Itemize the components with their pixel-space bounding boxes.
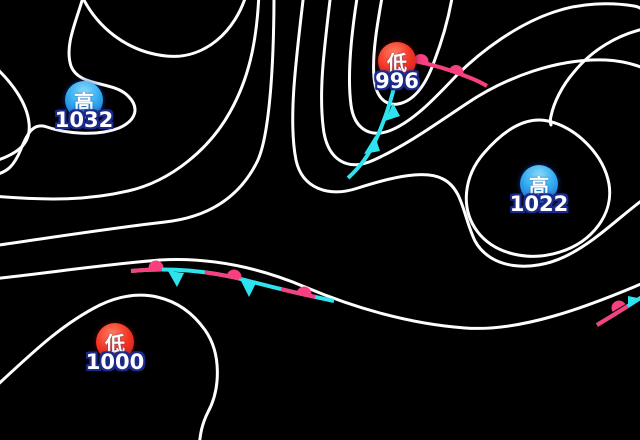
high-pressure-badge-icon: 高 (520, 165, 558, 203)
isobar-line (372, 0, 454, 106)
cold-front-triangle-icon (385, 103, 400, 121)
pressure-marker-high-1022[interactable]: 高 1022 (510, 165, 568, 216)
cold-front-triangle-icon (628, 296, 640, 306)
isobar-line (320, 0, 640, 167)
cold-front-triangle-icon (240, 279, 256, 297)
warm-front-semicircle-icon (413, 54, 429, 64)
cold-front-triangle-icon (364, 136, 380, 154)
warm-front-semicircle-icon (296, 286, 312, 296)
pressure-value: 1022 (509, 192, 569, 216)
isobar-line (82, 0, 246, 58)
pressure-marker-low-996[interactable]: 低 996 (375, 42, 419, 93)
high-pressure-badge-icon: 高 (65, 81, 103, 119)
isobar-line (0, 258, 640, 330)
isobar-line (291, 0, 640, 268)
stationary-front (130, 260, 335, 303)
stationary-front-warm-line (130, 267, 335, 303)
isobar-line (548, 28, 640, 127)
isobar-line (464, 118, 612, 258)
isobar-line (347, 0, 640, 135)
warm-front (401, 54, 489, 88)
warm-front-semicircle-icon (226, 269, 242, 279)
pressure-symbol: 高 (529, 173, 549, 198)
low-pressure-badge-icon: 低 (96, 323, 134, 361)
pressure-symbol: 高 (74, 89, 94, 114)
pressure-value: 996 (375, 69, 419, 93)
warm-front-semicircle-icon (448, 65, 464, 76)
pressure-value: 1000 (85, 350, 145, 374)
pressure-symbol: 低 (387, 50, 407, 75)
warm-front-semicircle-icon (148, 260, 164, 269)
isobar-line (0, 0, 276, 247)
warm-front-line (401, 57, 489, 88)
pressure-marker-high-1032[interactable]: 高 1032 (55, 81, 113, 132)
cold-front-line (346, 78, 398, 180)
warm-front-semicircle-icon (611, 300, 626, 312)
pressure-value: 1032 (54, 108, 114, 132)
isobar-line (0, 69, 31, 161)
cold-front (346, 78, 400, 180)
isobar-line (0, 293, 219, 440)
isobar-line (0, 0, 261, 201)
stationary-front-warm-line (595, 295, 640, 327)
stationary-front-corner (595, 295, 640, 327)
pressure-marker-low-1000[interactable]: 低 1000 (86, 323, 144, 374)
pressure-symbol: 低 (105, 331, 125, 356)
cold-front-triangle-icon (168, 271, 184, 287)
low-pressure-badge-icon: 低 (378, 42, 416, 80)
